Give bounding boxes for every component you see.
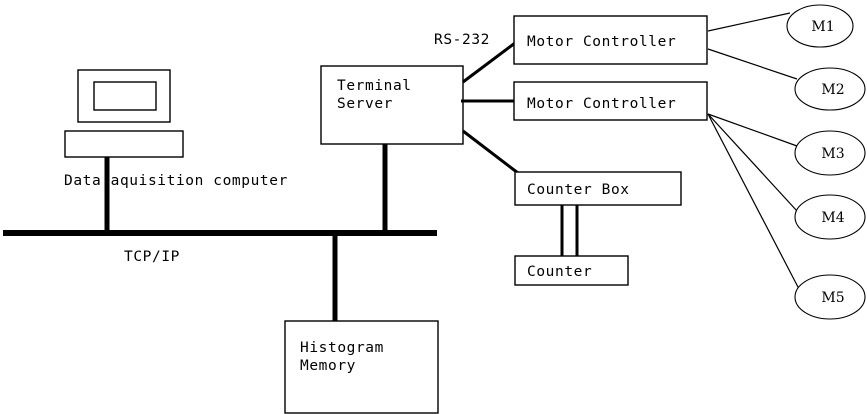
motor-controller-2-to-m3-link: [707, 113, 798, 147]
motor-controller-1-to-m1-link: [707, 12, 791, 32]
histogram-memory-label-line2: Memory: [300, 358, 356, 374]
rs232-label: RS-232: [434, 32, 490, 48]
terminal-server-label-line2: Server: [337, 96, 393, 112]
counter-box: [514, 255, 629, 286]
counter-label: Counter: [527, 264, 592, 280]
counter-box-box: [514, 171, 682, 206]
motor-controller-2-box: [513, 81, 708, 121]
motor-controller-2-to-m4-link: [707, 113, 798, 212]
terminal-server-label-line1: Terminal: [337, 78, 412, 94]
terminal-server-to-counter-box-link: [462, 129, 519, 175]
motor-ellipse-m5: [794, 274, 866, 320]
motor-controller-1-label: Motor Controller: [527, 34, 676, 50]
motor-label-m5: M5: [821, 290, 844, 306]
motor-ellipse-m3: [794, 130, 866, 176]
motor-label-m1: M1: [811, 19, 834, 35]
motor-label-m2: M2: [821, 82, 844, 98]
monitor-screen: [93, 81, 157, 111]
computer-base-unit: [64, 130, 184, 158]
computer-caption: Data aquisition computer: [64, 173, 288, 189]
motor-label-m3: M3: [821, 146, 844, 162]
motor-controller-1-box: [513, 15, 708, 65]
histogram-memory-label-line1: Histogram: [300, 340, 384, 356]
motor-label-m4: M4: [821, 210, 844, 226]
motor-ellipse-m1: [786, 4, 854, 48]
motor-ellipse-m4: [794, 194, 866, 240]
terminal-server-to-motor-controller-1-link: [462, 41, 516, 84]
bus-label: TCP/IP: [124, 249, 180, 265]
motor-ellipse-m2: [794, 67, 866, 111]
motor-controller-2-label: Motor Controller: [527, 96, 676, 112]
motor-controller-2-to-m5-link: [707, 113, 800, 290]
motor-controller-1-to-m2-link: [707, 48, 798, 80]
terminal-server-box: [320, 65, 464, 145]
counter-box-label: Counter Box: [527, 182, 630, 198]
histogram-memory-box: [284, 320, 439, 414]
